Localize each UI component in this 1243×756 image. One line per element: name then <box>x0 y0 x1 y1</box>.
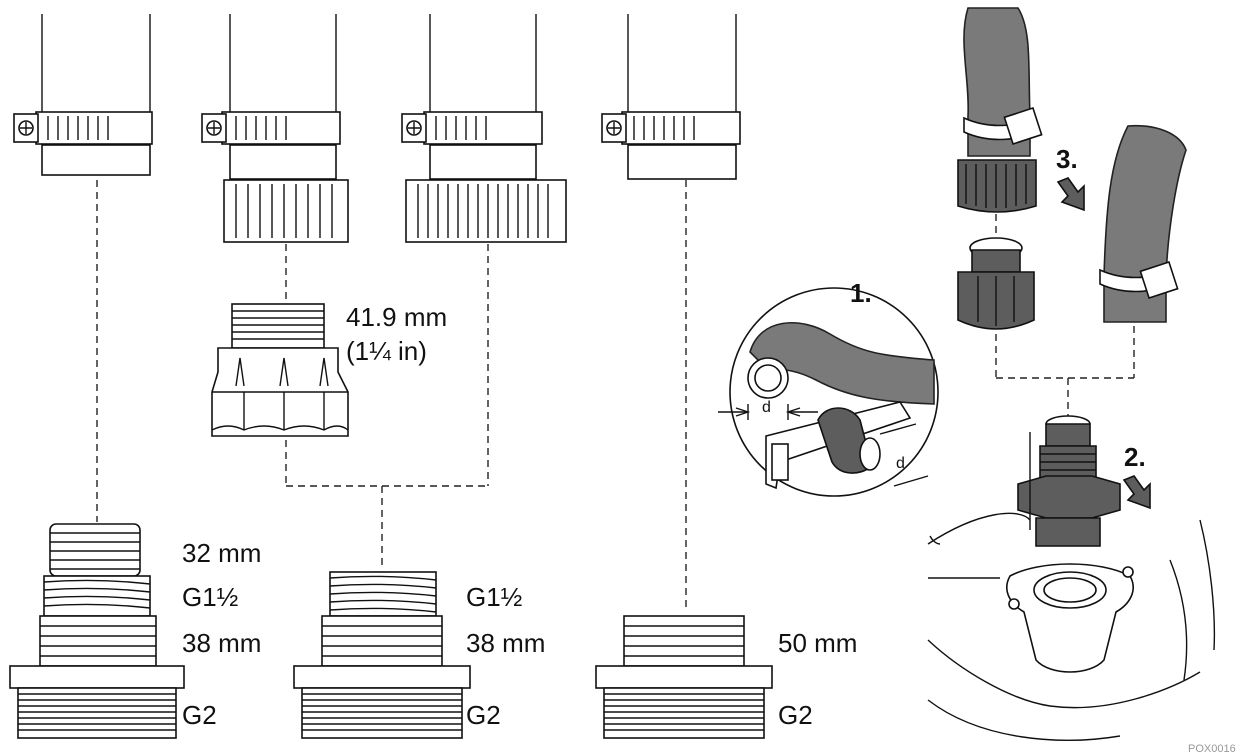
fitting-a-top-label: 32 mm <box>182 538 261 568</box>
hose-clamp-lower <box>1099 261 1179 299</box>
fitting-b-thread-label: G1½ <box>466 582 522 612</box>
step-3-arrow-icon <box>1056 177 1085 212</box>
detail-dim-d2-label: d <box>896 455 905 472</box>
fitting-a-thread-label: G1½ <box>182 582 238 612</box>
detail-circle: d d <box>718 287 939 497</box>
union-nut-2 <box>223 179 349 243</box>
figure-code: POX0016 <box>1188 743 1236 755</box>
hose-clamp-3 <box>401 111 543 145</box>
upper-hose <box>957 7 1043 213</box>
hose-clamp-1 <box>13 111 153 145</box>
fitting-b-mid-label: 38 mm <box>466 628 545 658</box>
lower-hose <box>1099 124 1187 323</box>
hose-1 <box>13 14 153 176</box>
adapter-size-in-label: (1¼ in) <box>346 336 427 366</box>
fitting-c: 50 mm G2 <box>595 615 857 739</box>
connection-lines <box>96 180 687 612</box>
step-1-label: 1. <box>850 278 872 308</box>
hose-clamp-upper <box>963 107 1043 145</box>
step-2-arrow-icon <box>1122 475 1151 510</box>
thread-adapter: 41.9 mm (1¼ in) <box>211 302 447 437</box>
hose-4 <box>601 14 741 180</box>
adapter-size-mm-label: 41.9 mm <box>346 302 447 332</box>
hose-3 <box>401 14 567 243</box>
hose-clamp-4 <box>601 111 741 145</box>
threaded-union <box>957 237 1035 330</box>
step-3-label: 3. <box>1056 144 1078 174</box>
fitting-c-base-label: G2 <box>778 700 813 730</box>
fitting-a: 32 mm G1½ 38 mm G2 <box>9 523 261 739</box>
hose-clamp-2 <box>201 111 341 145</box>
fitting-a-mid-label: 38 mm <box>182 628 261 658</box>
drain-outlet <box>927 512 1216 741</box>
union-nut-3 <box>405 179 567 243</box>
step-2-label: 2. <box>1124 442 1146 472</box>
fitting-b: G1½ 38 mm G2 <box>293 571 545 739</box>
fitting-a-base-label: G2 <box>182 700 217 730</box>
drain-fitting <box>1017 415 1121 547</box>
hose-2 <box>201 14 349 243</box>
fitting-c-mid-label: 50 mm <box>778 628 857 658</box>
fitting-b-base-label: G2 <box>466 700 501 730</box>
detail-dim-d1-label: d <box>762 399 771 416</box>
